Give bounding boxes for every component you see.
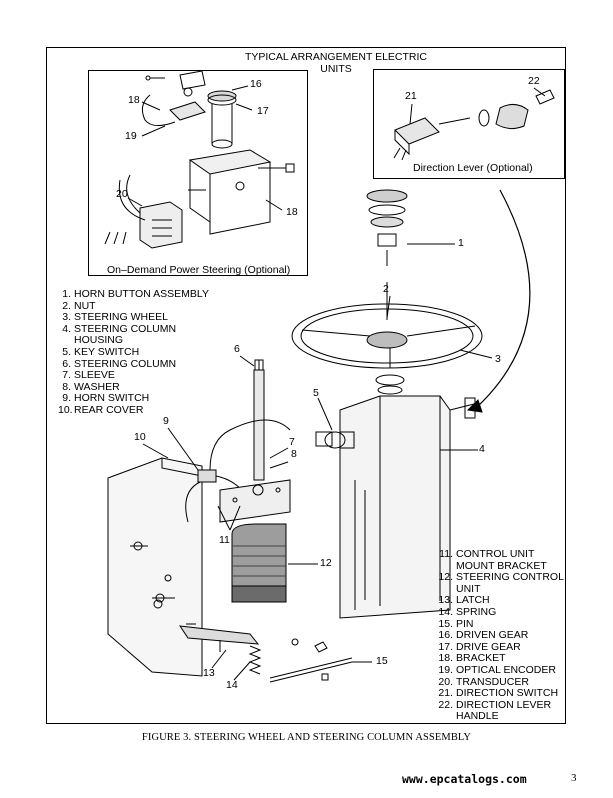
leader-20 bbox=[127, 197, 143, 207]
legend-item: 15.PIN bbox=[438, 617, 474, 630]
callout-8: 8 bbox=[291, 448, 297, 460]
page-number: 3 bbox=[571, 772, 577, 784]
callout-15: 15 bbox=[376, 655, 388, 667]
leader-9 bbox=[167, 427, 199, 471]
legend-item: 10.REAR COVER bbox=[58, 403, 144, 416]
callout-9: 9 bbox=[163, 415, 169, 427]
leader-13 bbox=[211, 649, 227, 669]
bracket-drawing bbox=[188, 149, 295, 235]
callout-22: 22 bbox=[528, 75, 540, 87]
legend-item: 20.TRANSDUCER bbox=[438, 675, 529, 688]
callout-4: 4 bbox=[479, 443, 485, 455]
callout-7: 7 bbox=[289, 436, 295, 448]
callout-17: 17 bbox=[257, 105, 269, 117]
leader-18a bbox=[141, 101, 161, 111]
pin-drawing bbox=[269, 638, 353, 683]
transducer-drawing bbox=[104, 174, 206, 249]
inset-direction-lever bbox=[373, 69, 565, 179]
figure-frame bbox=[46, 47, 566, 724]
direction-lever-drawing bbox=[478, 89, 555, 130]
callout-16: 16 bbox=[250, 78, 262, 90]
inset-direction-lever-caption: Direction Lever (Optional) bbox=[413, 162, 533, 174]
legend-item: 3.STEERING WHEEL bbox=[62, 311, 168, 324]
legend-item: 9.HORN SWITCH bbox=[62, 392, 150, 405]
callout-6: 6 bbox=[234, 343, 240, 355]
callout-1: 1 bbox=[458, 237, 464, 249]
leader-14 bbox=[233, 661, 251, 681]
leader-19 bbox=[141, 125, 166, 137]
legend-item: 22.DIRECTION LEVER HANDLE bbox=[438, 698, 552, 723]
callout-3: 3 bbox=[495, 353, 501, 365]
callout-5: 5 bbox=[313, 387, 319, 399]
leader-2 bbox=[386, 295, 391, 319]
legend-item: 8.WASHER bbox=[62, 380, 120, 393]
rear-cover-drawing bbox=[107, 457, 203, 677]
leader-7 bbox=[269, 447, 289, 459]
gear-stack-drawing bbox=[207, 90, 237, 149]
callout-14: 14 bbox=[226, 679, 238, 691]
legend-item: 13.LATCH bbox=[438, 594, 490, 607]
leader-8 bbox=[269, 461, 289, 469]
footer-site: www.epcatalogs.com bbox=[402, 772, 527, 786]
figure-caption: FIGURE 3. STEERING WHEEL AND STEERING CO… bbox=[141, 732, 472, 743]
legend-left: 1.HORN BUTTON ASSEMBLY 2.NUT 3.STEERING … bbox=[58, 288, 228, 417]
leader-18b bbox=[265, 199, 283, 211]
horn-switch-drawing bbox=[185, 419, 291, 523]
legend-item: 17.DRIVE GEAR bbox=[438, 640, 521, 653]
steering-wheel-drawing bbox=[291, 282, 483, 369]
inset-power-steering-caption: On–Demand Power Steering (Optional) bbox=[107, 264, 291, 276]
legend-item: 7.SLEEVE bbox=[62, 369, 115, 382]
callout-12: 12 bbox=[320, 557, 332, 569]
callout-21: 21 bbox=[405, 90, 417, 102]
legend-right: 11.CONTROL UNIT MOUNT BRACKET 12.STEERIN… bbox=[437, 548, 569, 723]
legend-item: 11.CONTROL UNIT MOUNT BRACKET bbox=[439, 548, 547, 572]
callout-19: 19 bbox=[125, 130, 137, 142]
leader-3 bbox=[459, 349, 493, 359]
leader-10 bbox=[142, 443, 169, 459]
leader-16 bbox=[231, 85, 249, 91]
callout-13: 13 bbox=[203, 667, 215, 679]
callout-2: 2 bbox=[383, 283, 389, 295]
optical-encoder-drawing bbox=[141, 70, 206, 126]
steering-column-drawing bbox=[253, 359, 265, 481]
steering-column-housing-drawing bbox=[339, 374, 476, 619]
leader-11a bbox=[229, 505, 241, 531]
leader-11b bbox=[217, 505, 231, 531]
legend-item: 19.OPTICAL ENCODER bbox=[438, 663, 556, 676]
legend-item: 16.DRIVEN GEAR bbox=[438, 629, 529, 642]
legend-item: 18.BRACKET bbox=[438, 652, 506, 665]
callout-20: 20 bbox=[116, 188, 128, 200]
latch-drawing bbox=[153, 599, 260, 652]
callout-18-top: 18 bbox=[128, 94, 140, 106]
callout-10: 10 bbox=[134, 431, 146, 443]
legend-item: 1.HORN BUTTON ASSEMBLY bbox=[62, 288, 209, 300]
key-switch-drawing bbox=[315, 431, 355, 449]
legend-item: 14.SPRING bbox=[438, 605, 497, 618]
callout-18-bottom: 18 bbox=[286, 206, 298, 218]
leader-22 bbox=[533, 87, 546, 97]
direction-switch-drawing bbox=[393, 117, 471, 161]
legend-item: 12.STEERING CONTROL UNIT bbox=[438, 571, 564, 595]
leader-5 bbox=[317, 397, 333, 431]
callout-11: 11 bbox=[219, 534, 230, 546]
header-title: TYPICAL ARRANGEMENT ELECTRIC UNITS bbox=[244, 51, 428, 75]
legend-item: 6.STEERING COLUMN bbox=[62, 357, 177, 370]
leader-17 bbox=[235, 103, 253, 111]
steering-control-unit-drawing bbox=[231, 523, 287, 603]
spring-drawing bbox=[248, 645, 262, 675]
leader-21 bbox=[409, 103, 413, 125]
legend-item: 21.DIRECTION SWITCH bbox=[438, 687, 559, 700]
legend-item: 5.KEY SWITCH bbox=[62, 345, 140, 358]
control-unit-bracket-drawing bbox=[219, 479, 291, 523]
legend-item: 2.NUT bbox=[62, 299, 96, 312]
horn-button-stack bbox=[366, 189, 408, 266]
leader-6 bbox=[239, 355, 255, 367]
legend-item: 4.STEERING COLUMN HOUSING bbox=[62, 322, 177, 347]
